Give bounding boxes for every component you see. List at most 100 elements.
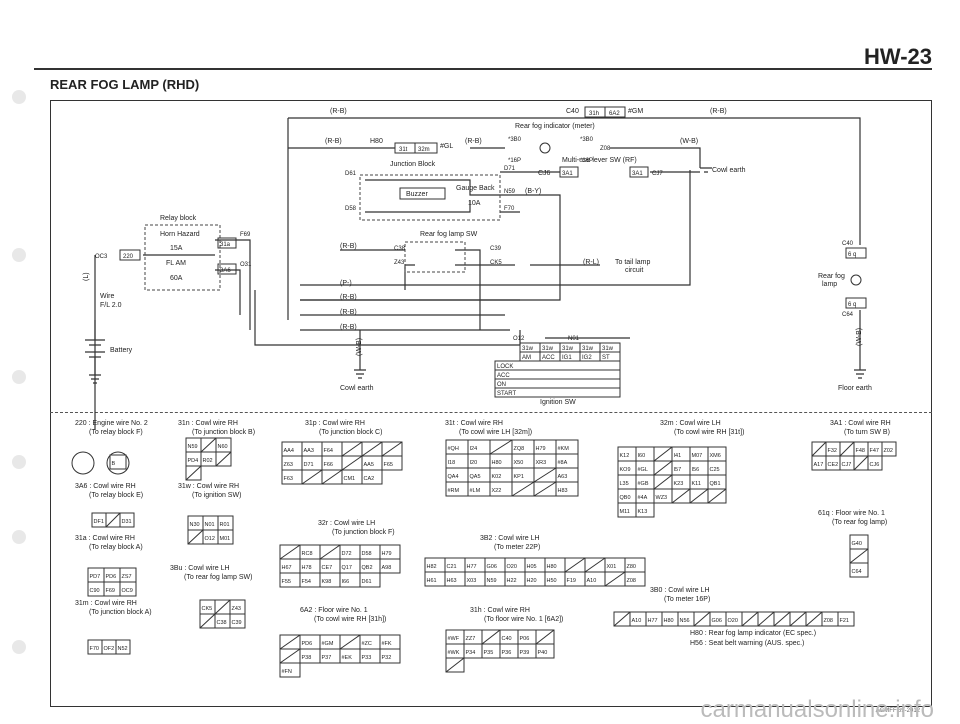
conn-pin: #QH (448, 446, 459, 452)
blank-pin-slash (279, 648, 301, 664)
conn-pin: N52 (118, 646, 128, 652)
ign-pos-label: ON (497, 382, 506, 388)
conn-pin: #GB (638, 481, 649, 487)
blank-pin-slash (693, 611, 711, 627)
blank-pin-slash (849, 548, 869, 564)
conn-pin: F63 (284, 476, 293, 482)
binder-hole (12, 370, 26, 384)
conn-pin: H79 (382, 551, 392, 557)
conn-pin: F19 (567, 578, 576, 584)
conn-pin: P40 (538, 650, 548, 656)
legend-label: 61q : Floor wire No. 1 (818, 510, 885, 517)
blank-pin-slash (279, 544, 301, 560)
conn-6a2 (604, 106, 626, 118)
conn-pin: #EK (342, 655, 353, 661)
conn-pin: P39 (520, 650, 530, 656)
legend-sub: (To relay block E) (89, 492, 143, 499)
conn-pin: I56 (692, 467, 700, 473)
conn-cell (217, 529, 234, 545)
blank-pin-slash (319, 544, 341, 560)
conn-pin: QB0 (620, 495, 631, 501)
conn-pin: PD4 (188, 458, 199, 464)
ign-row (494, 369, 621, 380)
legend-label: 32r : Cowl wire LH (318, 520, 375, 527)
wire-label: (W-B) (856, 328, 863, 346)
conn-pin: B (112, 461, 116, 467)
conn-pin: P34 (466, 650, 476, 656)
wire-label: (W-B) (356, 338, 363, 356)
legend-label: 3A1 : Cowl wire RH (830, 420, 891, 427)
blank-pin-slash (341, 441, 363, 457)
pin-label: D61 (345, 171, 357, 177)
earth-symbol (700, 167, 712, 173)
conn-pin: QB2 (362, 565, 373, 571)
conn-pin: Z08 (824, 618, 833, 624)
blank-pin-slash (773, 611, 791, 627)
pin-label: H80 (370, 138, 383, 145)
conn-pin: CJ6 (870, 462, 880, 468)
legend-sub: (To turn SW B) (844, 429, 890, 436)
pin-label: 6A2 (609, 111, 620, 117)
conn-pin: H77 (648, 618, 658, 624)
pin-label: 32m (418, 147, 430, 153)
ign-row (494, 360, 621, 371)
pin-label: OC3 (95, 254, 108, 260)
fuse-10a-label: 10A (468, 200, 481, 207)
ign-col-label: ST (602, 355, 610, 361)
conn-pin: C40 (502, 636, 512, 642)
conn-pin: F64 (324, 448, 333, 454)
conn-cell (185, 465, 202, 481)
conn-pin: C39 (232, 620, 242, 626)
blank-pin-slash (613, 611, 631, 627)
binder-hole (12, 640, 26, 654)
conn-pin: I57 (674, 467, 682, 473)
fuse-15a-label: 15A (170, 245, 183, 252)
pin-label: 31w (542, 346, 554, 352)
blank-pin-slash (361, 441, 383, 457)
legend-sub: (To cowl wire RH [31t]) (674, 429, 744, 436)
conn-pin: XM6 (710, 453, 721, 459)
blank-pin-slash (185, 465, 202, 481)
pin-label: *16P (580, 158, 593, 164)
pin-label: O12 (513, 336, 525, 342)
conn-cell (119, 581, 137, 597)
conn-pin: N30 (190, 522, 200, 528)
rear-fog-lamp-label: Rear fog (818, 273, 845, 280)
conn-pin: C38 (217, 620, 227, 626)
pin-label: 31w (522, 346, 534, 352)
pin-label: 31w (602, 346, 614, 352)
conn-pin: I20 (470, 460, 478, 466)
conn-3a6 (217, 263, 237, 275)
conn-pin: D58 (362, 551, 372, 557)
conn-pin: #GL (638, 467, 648, 473)
conn-pin: D31 (122, 519, 132, 525)
conn-pin: N59 (487, 578, 497, 584)
conn-pin: OF2 (104, 646, 115, 652)
blank-pin-slash (321, 469, 343, 485)
wire-label: (R-B) (340, 309, 357, 316)
blank-pin-slash (199, 613, 216, 629)
blank-pin-slash (805, 611, 823, 627)
conn-pin: F55 (282, 579, 291, 585)
conn-pin: Q17 (342, 565, 352, 571)
legend-label: 3Bu : Cowl wire LH (170, 565, 230, 572)
blank-pin-slash (533, 467, 557, 483)
conn-pin: N59 (188, 444, 198, 450)
ign-col-label: ACC (542, 355, 555, 361)
conn-cell (707, 488, 727, 504)
pin-label: F70 (504, 206, 515, 212)
conn-31a (217, 237, 237, 249)
pin-label: O31 (240, 262, 252, 268)
conn-pin: F70 (90, 646, 99, 652)
pin-label: *3B0 (508, 137, 522, 143)
blank-pin-slash (653, 474, 673, 490)
indicator-label: Rear fog indicator (meter) (515, 123, 595, 130)
conn-pin: K12 (620, 453, 630, 459)
conn-pin: AA5 (364, 462, 374, 468)
pin-label: 6 q (848, 252, 856, 258)
conn-pin: RC8 (302, 551, 313, 557)
conn-pin: #4A (638, 495, 648, 501)
ign-col-label: IG2 (582, 355, 592, 361)
